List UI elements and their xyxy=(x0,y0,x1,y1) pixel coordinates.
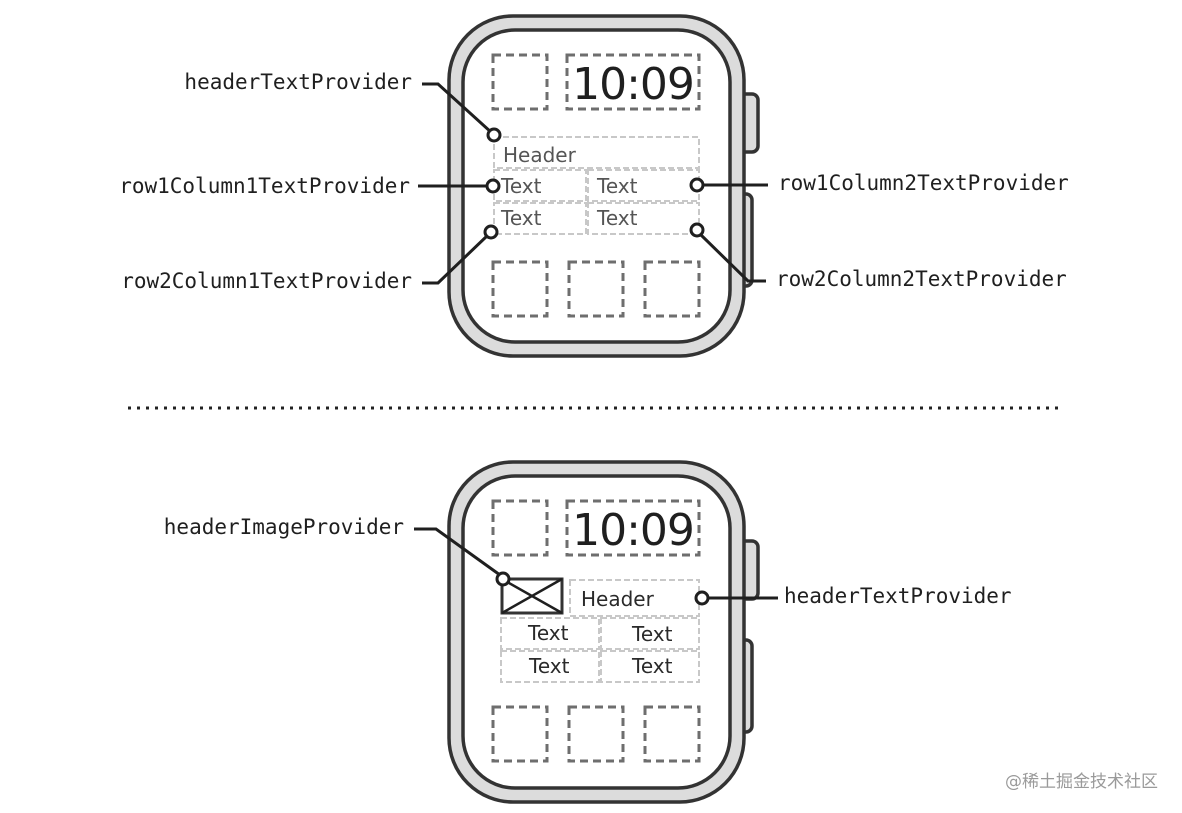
leader-header-image-provider xyxy=(414,527,501,577)
top-header-cell xyxy=(493,136,700,169)
callout-header-image-provider: headerImageProvider xyxy=(164,515,404,539)
top-r1c2-text: Text xyxy=(596,174,638,198)
anchor-row1-column2 xyxy=(689,177,705,193)
top-slot-bottom-left xyxy=(491,260,549,318)
bottom-r1c2-text: Text xyxy=(631,622,673,646)
top-r2c1-cell xyxy=(493,202,587,235)
bottom-time-slot xyxy=(565,499,701,557)
callout-header-text-provider-top: headerTextProvider xyxy=(184,70,412,94)
anchor-header-image-provider xyxy=(495,571,511,587)
callout-row1-column1: row1Column1TextProvider xyxy=(119,174,410,198)
bottom-r2c1-text: Text xyxy=(528,654,570,678)
top-slot-bottom-middle xyxy=(567,260,625,318)
image-placeholder-cross xyxy=(501,577,563,615)
top-header-text: Header xyxy=(503,143,577,167)
top-r1c1-text: Text xyxy=(500,174,542,198)
bottom-slot-bottom-middle xyxy=(567,705,625,763)
leader-row2-column1 xyxy=(422,233,490,285)
top-time-slot xyxy=(565,53,701,111)
anchor-header-text-provider-bottom xyxy=(694,590,710,606)
top-callouts: headerTextProvider row1Column1TextProvid… xyxy=(119,70,1069,293)
callout-header-text-provider-bottom: headerTextProvider xyxy=(784,584,1012,608)
bottom-header-text: Header xyxy=(581,587,655,611)
anchor-row2-column2 xyxy=(689,222,705,238)
watermark: @稀土掘金技术社区 xyxy=(1005,772,1158,792)
bottom-r1c1-text: Text xyxy=(527,621,569,645)
anchor-header-text-provider-top xyxy=(486,127,502,143)
top-slot-top-left xyxy=(491,53,549,111)
top-clock-time: 10:09 xyxy=(572,59,694,110)
top-r2c1-text: Text xyxy=(500,206,542,230)
bottom-slot-bottom-left xyxy=(491,705,549,763)
top-r2c2-cell xyxy=(587,202,700,235)
callout-row2-column2: row2Column2TextProvider xyxy=(776,267,1067,291)
leader-header-text-provider-top xyxy=(422,82,494,135)
bottom-r2c2-cell xyxy=(600,650,700,683)
bottom-slot-bottom-right xyxy=(643,705,701,763)
top-slot-bottom-right xyxy=(643,260,701,318)
bottom-r2c1-cell xyxy=(500,650,600,683)
top-r2c2-text: Text xyxy=(596,206,638,230)
leader-row2-column2 xyxy=(698,232,766,283)
anchor-row1-column1 xyxy=(485,178,501,194)
bottom-callouts: headerImageProvider headerTextProvider xyxy=(164,515,1012,608)
callout-row1-column2: row1Column2TextProvider xyxy=(778,171,1069,195)
anchor-row2-column1 xyxy=(483,224,499,240)
bottom-r2c2-text: Text xyxy=(631,654,673,678)
bottom-slot-top-left xyxy=(491,499,549,557)
bottom-watch: 10:09 Header Text Text Text Text xyxy=(447,460,760,804)
bottom-clock-time: 10:09 xyxy=(572,505,694,556)
bottom-r1c1-cell xyxy=(500,617,600,650)
callout-row2-column1: row2Column1TextProvider xyxy=(121,269,412,293)
bottom-r1c2-cell xyxy=(600,617,700,650)
